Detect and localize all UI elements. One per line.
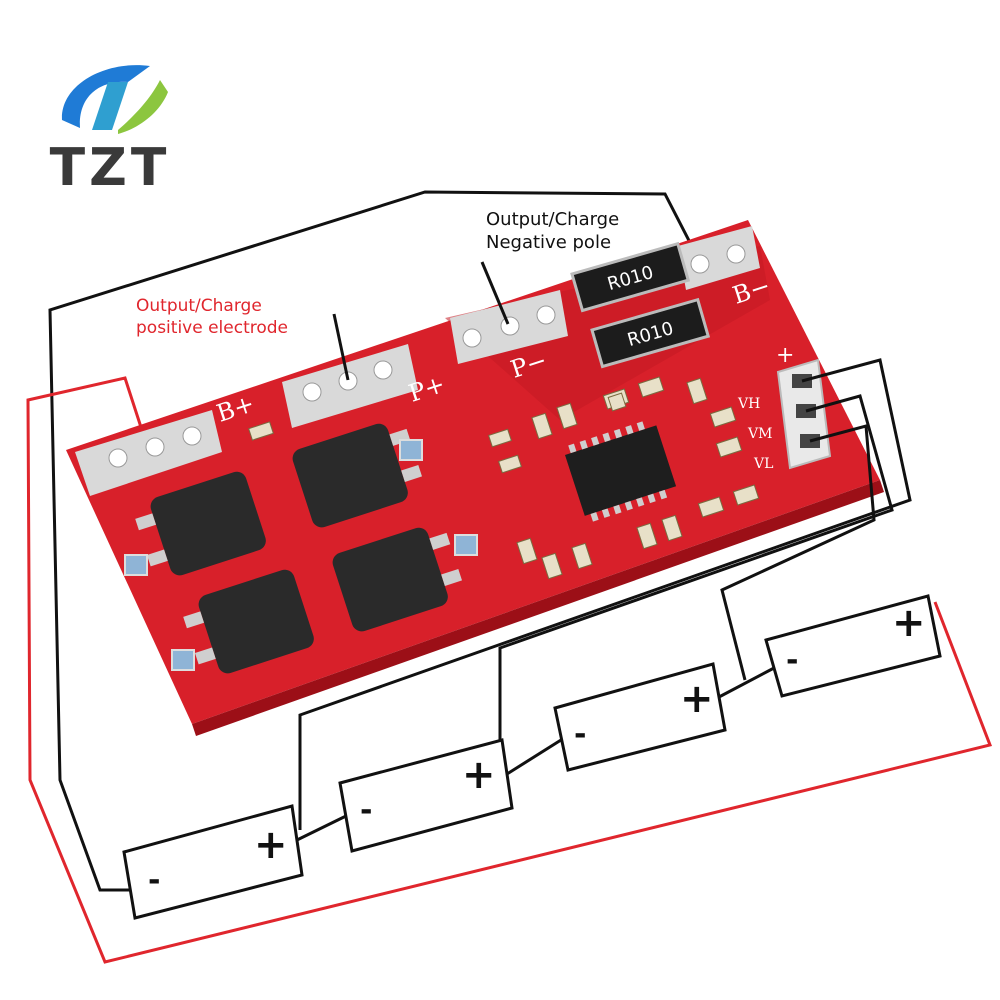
- cell-4-plus: +: [892, 600, 926, 646]
- pcb-edge: [192, 480, 884, 736]
- mosfet-1: [135, 471, 266, 576]
- balance-wire-vh: [298, 358, 912, 830]
- balance-wire-vm: [498, 394, 894, 750]
- logo-swoosh-green: [118, 80, 168, 134]
- pad-hole: [302, 382, 322, 402]
- annotation-negative-line2: Negative pole: [486, 232, 611, 253]
- negative-wire: [48, 190, 702, 892]
- bms-board: B+ P+ P− B− R010 R010: [66, 220, 884, 736]
- pad-hole: [182, 426, 202, 446]
- silk-vh: VH: [737, 396, 760, 412]
- pad-hole: [373, 360, 393, 380]
- pad-hole: [500, 316, 520, 336]
- mosfet-2: [292, 423, 423, 528]
- positive-wire: [26, 376, 993, 964]
- cell-2-plus: +: [462, 752, 496, 798]
- cell-3-minus: -: [574, 717, 586, 752]
- cell-1: - +: [122, 804, 304, 920]
- annotation-negative-line1: Output/Charge: [486, 209, 619, 230]
- silk-vm: VM: [747, 426, 772, 442]
- pad-hole: [536, 305, 556, 325]
- annotation-positive: Output/Charge positive electrode: [136, 296, 350, 381]
- logo-text: TZT: [50, 138, 171, 198]
- resistor-1: R010: [570, 241, 691, 313]
- logo-swoosh-blue: [61, 65, 150, 128]
- resistor-2: R010: [590, 297, 711, 369]
- cell-4: - +: [764, 594, 942, 698]
- pad-b-minus: [678, 226, 760, 290]
- pad-hole: [726, 244, 746, 264]
- logo-swoosh-teal: [92, 82, 128, 130]
- annotation-positive-line2: positive electrode: [136, 318, 288, 338]
- balance-wires: [298, 358, 912, 830]
- balance-connector: + VH VM VL: [737, 343, 832, 472]
- mosfet-4: [332, 527, 463, 632]
- annotation-positive-line1: Output/Charge: [136, 296, 262, 316]
- pad-hole: [145, 437, 165, 457]
- annotation-negative-pointer: [480, 261, 510, 325]
- cell-1-minus: -: [148, 863, 160, 898]
- smd-components: [248, 376, 760, 580]
- cell-2-minus: -: [360, 793, 372, 828]
- silk-balance-plus: +: [776, 343, 794, 368]
- pad-hole: [108, 448, 128, 468]
- control-ic: [565, 421, 677, 522]
- cell-1-plus: +: [254, 822, 288, 868]
- pad-hole: [462, 328, 482, 348]
- silk-vl: VL: [753, 456, 773, 472]
- annotation-negative: Output/Charge Negative pole: [480, 209, 619, 325]
- annotation-positive-pointer: [332, 313, 350, 381]
- balance-wire-vl: [720, 424, 876, 681]
- mosfet-3: [183, 569, 314, 674]
- cell-3: - +: [553, 662, 727, 772]
- series-links: [296, 666, 775, 842]
- pad-hole: [338, 371, 358, 391]
- cell-4-minus: -: [786, 643, 798, 678]
- led-indicators: [124, 439, 478, 671]
- cell-2: - +: [338, 738, 514, 853]
- tzt-logo: TZT: [50, 65, 171, 198]
- cell-3-plus: +: [680, 676, 714, 722]
- pad-hole: [690, 254, 710, 274]
